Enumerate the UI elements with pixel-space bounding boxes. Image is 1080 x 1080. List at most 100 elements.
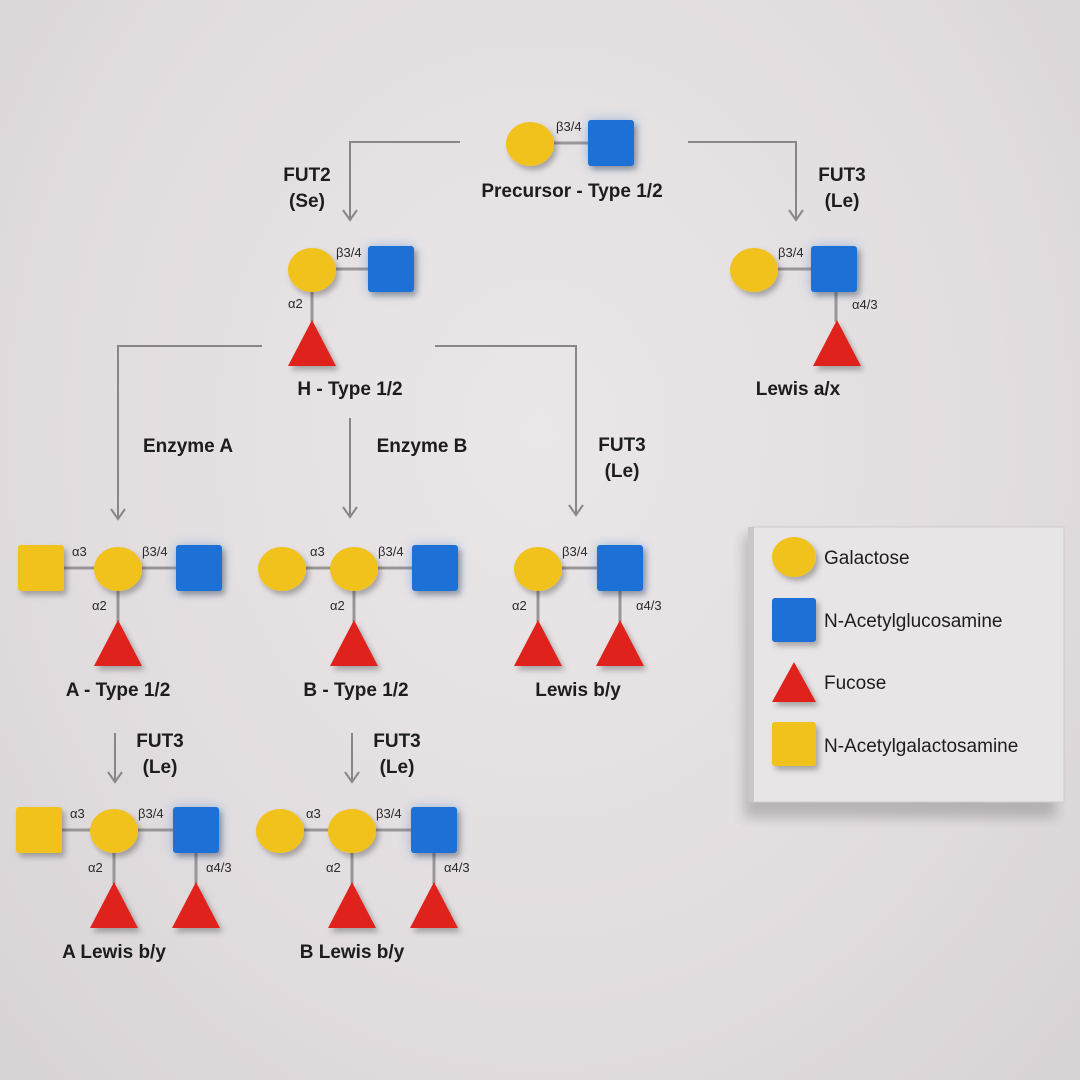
fucose-icon <box>288 320 336 366</box>
fucose-icon <box>94 620 142 666</box>
fucose-icon <box>410 882 458 928</box>
link-alpha3: α3 <box>72 544 87 559</box>
link-alpha43: α4/3 <box>444 860 470 875</box>
link-alpha43: α4/3 <box>206 860 232 875</box>
galactose-icon <box>90 809 138 853</box>
structure-precursor: β3/4 Precursor - Type 1/2 <box>481 119 662 202</box>
enzyme-a-label: Enzyme A <box>143 436 233 457</box>
fucose-icon <box>172 882 220 928</box>
fucose-icon <box>330 620 378 666</box>
structure-a-lewis-by: α3 β3/4 α2 α4/3 A Lewis b/y <box>16 806 232 963</box>
glcnac-icon <box>411 807 457 853</box>
structure-lewis-by: β3/4 α2 α4/3 Lewis b/y <box>512 544 662 701</box>
fucose-icon <box>328 882 376 928</box>
glcnac-icon <box>368 246 414 292</box>
galactose-icon <box>94 547 142 591</box>
enzyme-b-label: Enzyme B <box>377 436 468 457</box>
legend-galnac-icon <box>772 722 816 766</box>
fucose-icon <box>514 620 562 666</box>
link-beta34: β3/4 <box>376 806 402 821</box>
legend-galnac-label: N-Acetylgalactosamine <box>824 736 1018 757</box>
enzyme-le-top: (Le) <box>825 191 860 212</box>
link-alpha2: α2 <box>92 598 107 613</box>
arrowhead-fut2 <box>342 209 358 222</box>
h-type-label: H - Type 1/2 <box>297 379 402 400</box>
galactose-icon <box>730 248 778 292</box>
enzyme-fut3-mid: FUT3 <box>598 435 646 456</box>
link-alpha2: α2 <box>512 598 527 613</box>
a-lewis-by-label: A Lewis b/y <box>62 942 166 963</box>
fucose-icon <box>813 320 861 366</box>
link-alpha2: α2 <box>330 598 345 613</box>
glcnac-icon <box>173 807 219 853</box>
precursor-label: Precursor - Type 1/2 <box>481 181 662 202</box>
pathway-arrows <box>107 141 804 784</box>
enzyme-fut3-a: FUT3 <box>136 731 184 752</box>
galnac-icon <box>18 545 64 591</box>
glcnac-icon <box>597 545 643 591</box>
a-type-label: A - Type 1/2 <box>66 680 171 701</box>
arrowhead-fut3-top <box>788 209 804 222</box>
enzyme-labels: FUT2 (Se) FUT3 (Le) Enzyme A Enzyme B FU… <box>136 165 866 778</box>
structure-lewis-ax: β3/4 α4/3 Lewis a/x <box>730 245 878 400</box>
link-beta34: β3/4 <box>562 544 588 559</box>
link-alpha43: α4/3 <box>852 297 878 312</box>
arrow-fut2 <box>349 141 460 218</box>
legend-fucose-label: Fucose <box>824 673 886 694</box>
link-alpha43: α4/3 <box>636 598 662 613</box>
structure-h-type: β3/4 α2 H - Type 1/2 <box>288 245 414 400</box>
arrowhead-fut3-a <box>107 771 123 784</box>
galactose-icon <box>330 547 378 591</box>
arrowhead-enzyme-a <box>110 508 126 521</box>
arrow-fut3-mid <box>435 345 577 513</box>
link-alpha2: α2 <box>88 860 103 875</box>
glcnac-icon <box>176 545 222 591</box>
galactose-icon <box>256 809 304 853</box>
legend-galactose-label: Galactose <box>824 548 910 569</box>
link-beta34: β3/4 <box>138 806 164 821</box>
enzyme-le-a: (Le) <box>143 757 178 778</box>
legend-fucose-icon <box>772 662 816 702</box>
enzyme-fut3-b: FUT3 <box>373 731 421 752</box>
structure-a-type: α3 β3/4 α2 A - Type 1/2 <box>18 544 222 701</box>
legend-galactose-icon <box>772 537 816 577</box>
b-type-label: B - Type 1/2 <box>303 680 408 701</box>
glcnac-icon <box>811 246 857 292</box>
lewis-ax-label: Lewis a/x <box>756 379 841 400</box>
fucose-icon <box>90 882 138 928</box>
enzyme-se: (Se) <box>289 191 325 212</box>
fucose-icon <box>596 620 644 666</box>
link-alpha3: α3 <box>306 806 321 821</box>
link-beta34: β3/4 <box>142 544 168 559</box>
galactose-icon <box>258 547 306 591</box>
link-beta34: β3/4 <box>778 245 804 260</box>
link-alpha2: α2 <box>326 860 341 875</box>
galactose-icon <box>514 547 562 591</box>
arrowhead-enzyme-b <box>342 506 358 519</box>
link-beta34: β3/4 <box>378 544 404 559</box>
lewis-by-label: Lewis b/y <box>535 680 621 701</box>
galactose-icon <box>328 809 376 853</box>
legend-glcnac-icon <box>772 598 816 642</box>
enzyme-fut2: FUT2 <box>283 165 331 186</box>
link-beta34: β3/4 <box>336 245 362 260</box>
galnac-icon <box>16 807 62 853</box>
glcnac-icon <box>412 545 458 591</box>
enzyme-fut3-top: FUT3 <box>818 165 866 186</box>
legend-glcnac-label: N-Acetylglucosamine <box>824 611 1002 632</box>
link-alpha3: α3 <box>70 806 85 821</box>
arrowhead-fut3-b <box>344 771 360 784</box>
enzyme-le-b: (Le) <box>380 757 415 778</box>
legend: Galactose N-Acetylglucosamine Fucose N-A… <box>744 526 1065 818</box>
arrow-enzyme-a <box>117 345 262 517</box>
structure-b-type: α3 β3/4 α2 B - Type 1/2 <box>258 544 458 701</box>
link-beta34: β3/4 <box>556 119 582 134</box>
link-alpha2: α2 <box>288 296 303 311</box>
structure-b-lewis-by: α3 β3/4 α2 α4/3 B Lewis b/y <box>256 806 470 963</box>
b-lewis-by-label: B Lewis b/y <box>300 942 405 963</box>
enzyme-le-mid: (Le) <box>605 461 640 482</box>
arrowhead-fut3-mid <box>568 504 584 517</box>
galactose-icon <box>506 122 554 166</box>
galactose-icon <box>288 248 336 292</box>
